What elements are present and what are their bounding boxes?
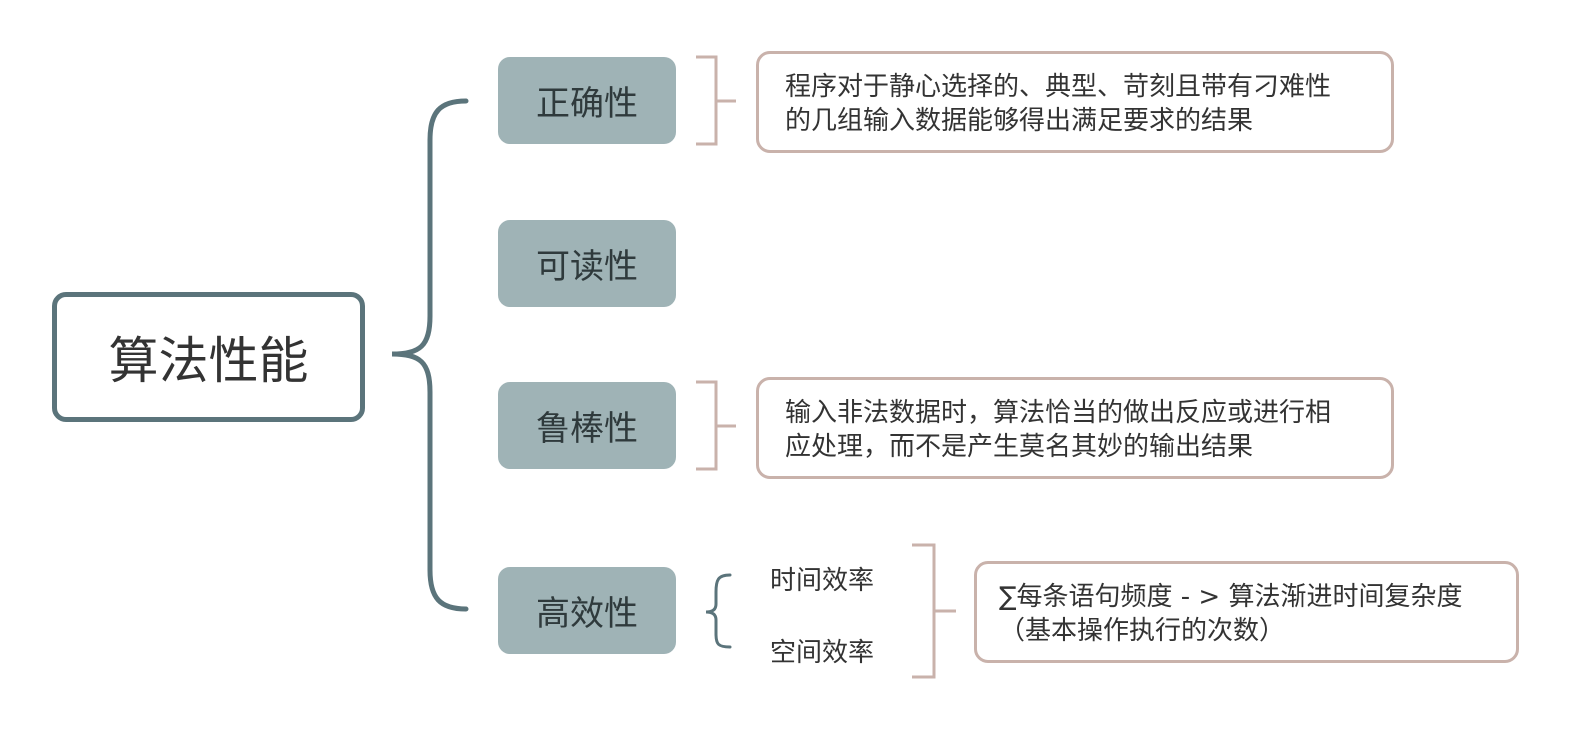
robustness-note-bracket <box>696 380 736 471</box>
efficiency-note-bracket <box>912 543 956 679</box>
efficiency-child-time: 时间效率 <box>770 566 875 596</box>
efficiency-note-line1: ∑每条语句频度 - > 算法渐进时间复杂度 <box>999 582 1463 612</box>
robustness-note: 输入非法数据时，算法恰当的做出反应或进行相 应处理，而不是产生莫名其妙的输出结果 <box>756 377 1394 479</box>
robustness-note-line1: 输入非法数据时，算法恰当的做出反应或进行相 <box>785 398 1332 428</box>
efficiency-child-space: 空间效率 <box>770 638 875 668</box>
branch-robustness: 鲁棒性 <box>498 382 676 469</box>
branch-efficiency: 高效性 <box>498 567 676 654</box>
correctness-note-bracket <box>696 55 736 146</box>
branch-readability: 可读性 <box>498 220 676 307</box>
main-brace-connector <box>391 98 469 612</box>
correctness-note-line2: 的几组输入数据能够得出满足要求的结果 <box>785 106 1254 136</box>
root-node: 算法性能 <box>52 292 365 422</box>
robustness-note-line2: 应处理，而不是产生莫名其妙的输出结果 <box>785 432 1254 462</box>
correctness-note-line1: 程序对于静心选择的、典型、苛刻且带有刁难性 <box>785 72 1332 102</box>
efficiency-children-brace <box>705 573 732 649</box>
efficiency-note-line2: （基本操作执行的次数） <box>999 616 1286 646</box>
branch-correctness: 正确性 <box>498 57 676 144</box>
correctness-note: 程序对于静心选择的、典型、苛刻且带有刁难性 的几组输入数据能够得出满足要求的结果 <box>756 51 1394 153</box>
efficiency-note: ∑每条语句频度 - > 算法渐进时间复杂度 （基本操作执行的次数） <box>974 561 1519 663</box>
